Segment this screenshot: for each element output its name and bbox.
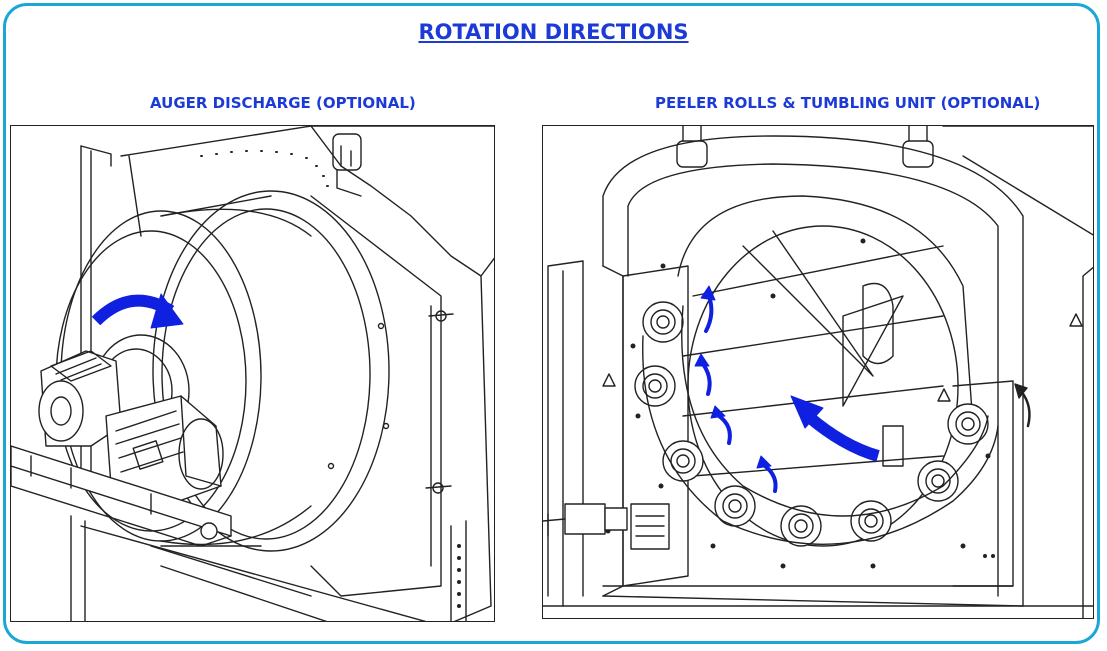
peeler-rolls-drawing (542, 125, 1094, 619)
auger-discharge-drawing (10, 125, 495, 622)
rounded-frame-border (3, 3, 1100, 644)
auger-discharge-label: AUGER DISCHARGE (OPTIONAL) (150, 94, 416, 112)
peeler-rolls-label: PEELER ROLLS & TUMBLING UNIT (OPTIONAL) (655, 94, 1041, 112)
page-title: ROTATION DIRECTIONS (418, 20, 689, 44)
